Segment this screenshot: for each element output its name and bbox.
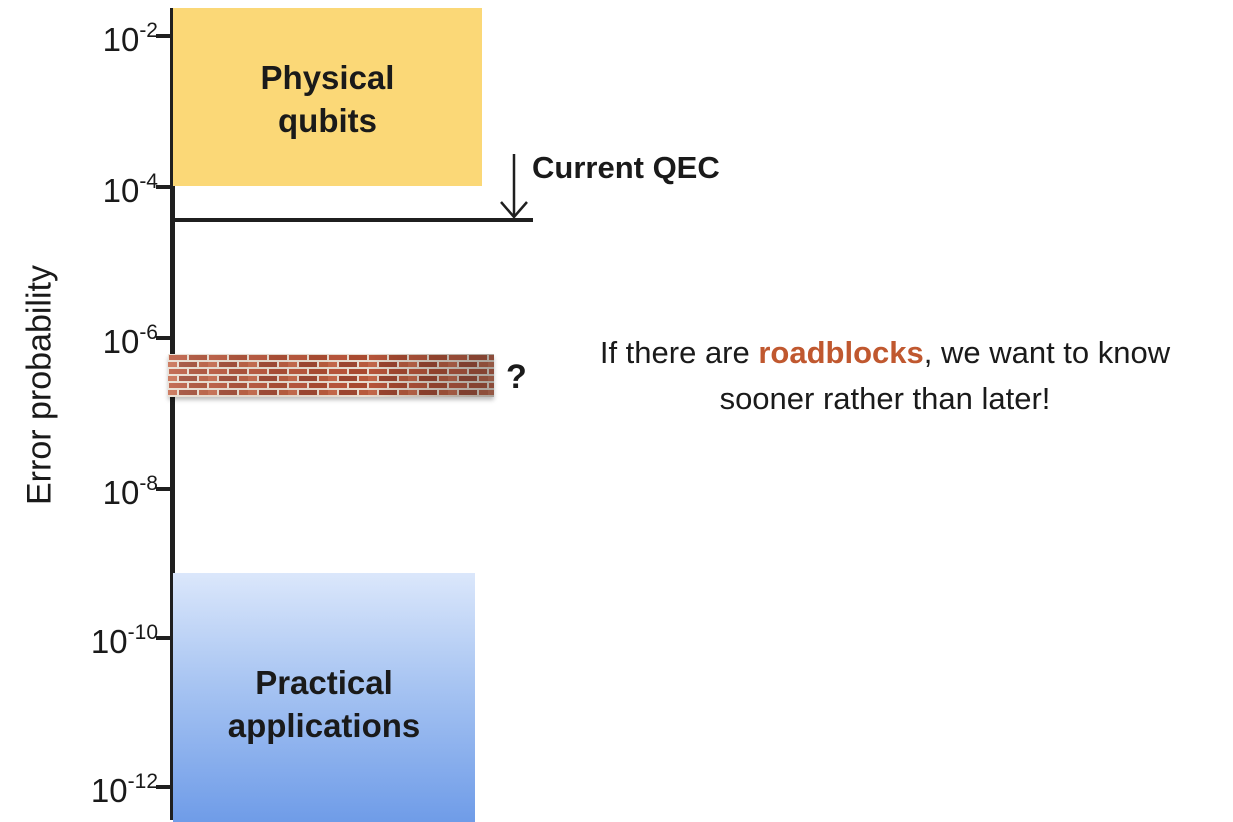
tick-mark	[156, 636, 172, 640]
tick-mark	[156, 185, 172, 189]
physical-qubits-label: Physical qubits	[260, 59, 395, 139]
current-qec-label: Current QEC	[532, 150, 720, 185]
tick-mark	[156, 487, 172, 491]
tick-mark	[156, 34, 172, 38]
practical-applications-region: Practical applications	[173, 573, 475, 822]
roadblocks-highlight: roadblocks	[758, 335, 924, 370]
tick-mark	[156, 336, 172, 340]
roadblocks-note: If there are roadblocks, we want to know…	[599, 335, 1171, 416]
tick-label-1e-12: 10-12	[90, 770, 158, 809]
tick-label-1e-8: 10-8	[102, 472, 158, 511]
down-arrow-icon	[500, 154, 528, 219]
physical-qubits-region: Physical qubits	[173, 8, 482, 186]
tick-label-1e-10: 10-10	[90, 621, 158, 660]
tick-label-1e-6: 10-6	[102, 321, 158, 360]
tick-label-1e-4: 10-4	[102, 170, 158, 209]
tick-mark	[156, 785, 172, 789]
brick-wall-icon	[168, 354, 494, 397]
current-qec-line	[173, 218, 533, 222]
practical-applications-label: Practical applications	[227, 664, 421, 744]
question-mark: ?	[506, 358, 527, 396]
tick-label-1e-2: 10-2	[102, 19, 158, 58]
y-axis-line	[170, 8, 175, 820]
y-axis-label: Error probability	[20, 265, 59, 505]
